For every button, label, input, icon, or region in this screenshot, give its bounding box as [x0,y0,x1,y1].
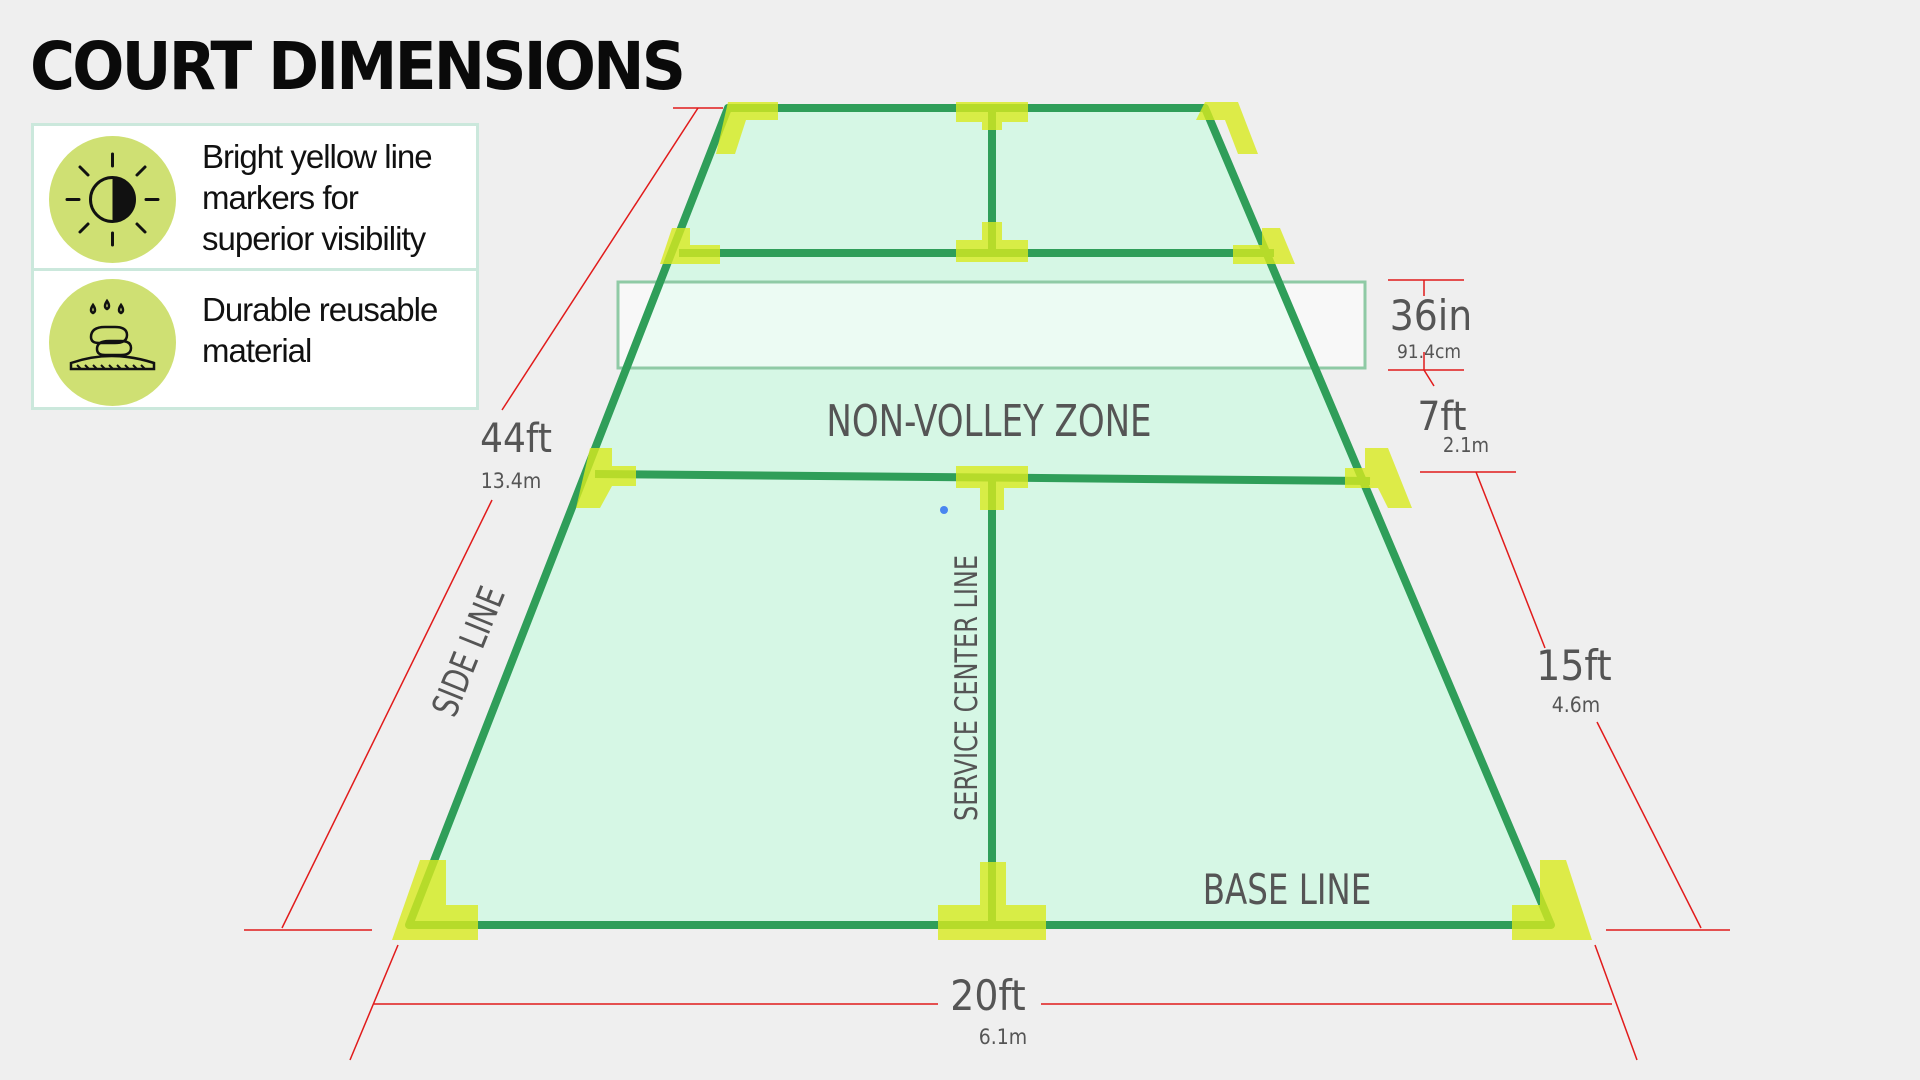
net-band [616,280,1367,370]
length-label: 44ft [480,416,552,462]
corner-marker [660,228,720,264]
corner-marker [1512,860,1592,940]
width-label: 20ft [950,971,1025,1020]
dimension-labels: 44ft 13.4m 20ft 6.1m 36in 91.4cm 7ft 2.1… [480,291,1612,1049]
service-center-line-label: SERVICE CENTER LINE [948,555,984,821]
corner-marker [576,448,636,508]
dimension-lines [244,107,1730,1061]
feature-visibility-text: Bright yellow line markers for superior … [202,138,433,257]
sun-contrast-icon [49,136,176,263]
corner-marker [392,860,478,940]
t-marker [956,102,1028,130]
t-marker [956,466,1028,510]
length-metric-label: 13.4m [481,469,541,493]
durable-material-icon [49,279,176,406]
feature-durable: Durable reusable material [34,268,476,408]
net-height-metric-label: 91.4cm [1397,341,1461,363]
corner-marker [716,102,778,154]
corner-marker [1196,102,1258,154]
service-depth-label: 15ft [1536,641,1611,690]
feature-visibility: Bright yellow line markers for superior … [34,126,476,266]
net-height-label: 36in [1390,291,1473,340]
features-panel: Bright yellow line markers for superior … [31,123,479,410]
service-depth-metric-label: 4.6m [1552,693,1600,717]
center-dot [940,506,948,514]
corner-marker [1233,228,1295,264]
line-markers [392,102,1592,940]
t-marker [938,862,1046,940]
nvz-depth-metric-label: 2.1m [1443,433,1489,457]
non-volley-zone-label: NON-VOLLEY ZONE [826,395,1151,446]
corner-marker [1345,448,1412,508]
feature-durable-text: Durable reusable material [202,291,438,369]
base-line-label: BASE LINE [1203,866,1371,914]
width-metric-label: 6.1m [979,1025,1027,1049]
nvz-depth-label: 7ft [1418,394,1467,440]
t-marker [956,222,1028,262]
page-title: COURT DIMENSIONS [30,28,686,105]
